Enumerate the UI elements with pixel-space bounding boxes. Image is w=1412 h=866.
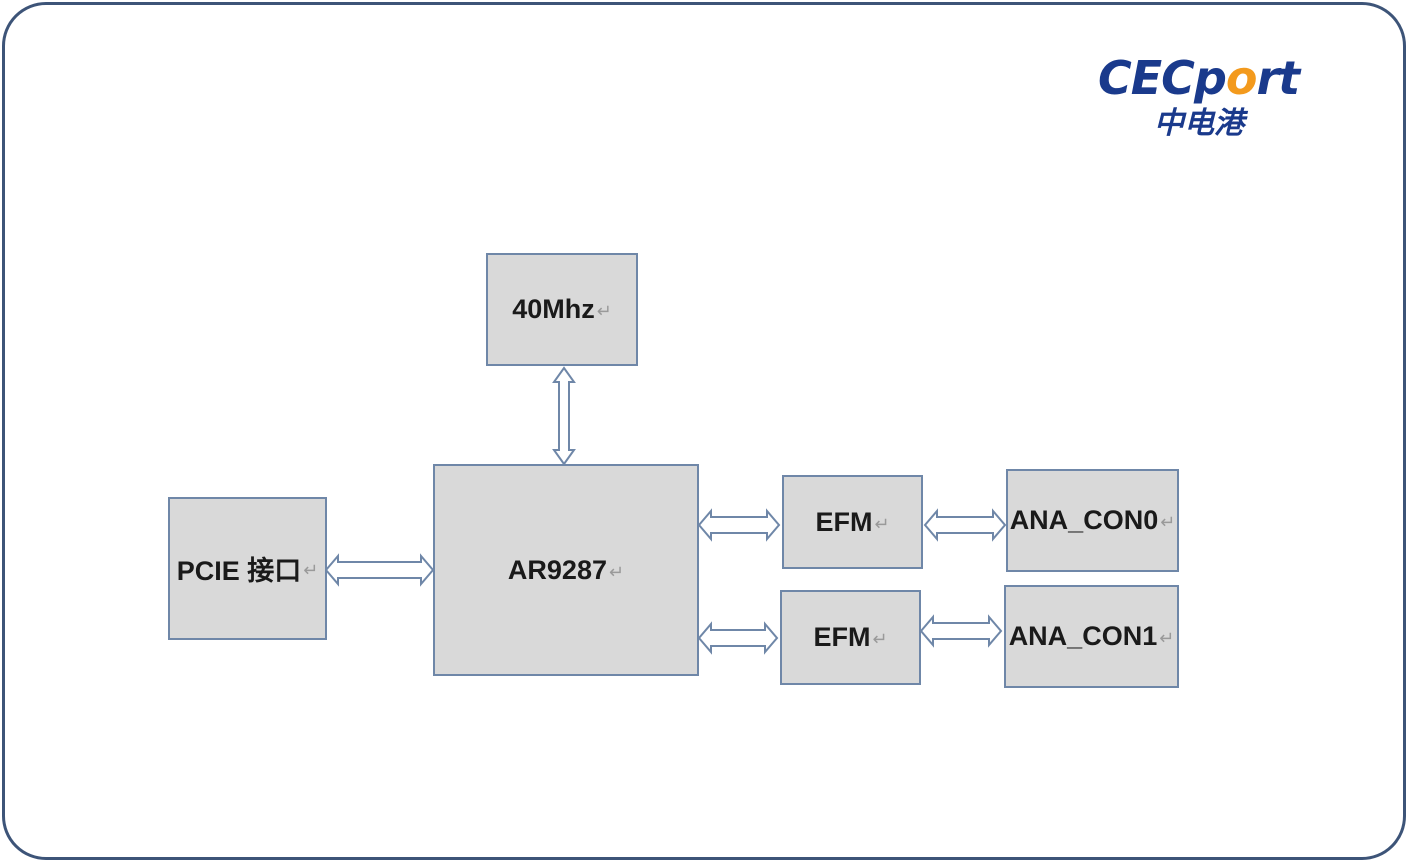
ar9287-chip-block: AR9287↵	[433, 464, 699, 676]
return-mark: ↵	[1159, 628, 1175, 648]
block-label: EFM	[815, 506, 873, 537]
arrow-clock-chip	[552, 366, 576, 466]
return-mark: ↵	[596, 301, 612, 321]
efm-block-bottom: EFM↵	[780, 590, 921, 685]
block-label: EFM	[813, 622, 871, 652]
block-label: PCIE 接口	[176, 556, 302, 586]
arrow-chip-efm0	[697, 508, 781, 542]
return-mark: ↵	[1160, 512, 1176, 532]
efm-block-top: EFM↵	[782, 475, 923, 569]
pcie-interface-block: PCIE 接口↵	[168, 497, 327, 640]
ana-con1-block: ANA_CON1↵	[1004, 585, 1179, 688]
arrow-pcie-chip	[324, 553, 435, 587]
block-label: AR9287	[507, 554, 607, 585]
block-label: ANA_CON1	[1008, 621, 1158, 651]
block-label: ANA_CON0	[1009, 505, 1159, 535]
block-label: 40Mhz	[512, 294, 595, 324]
ana-con0-block: ANA_CON0↵	[1006, 469, 1179, 572]
clock-40mhz-block: 40Mhz↵	[486, 253, 638, 366]
arrow-efm1-ana1	[919, 614, 1003, 648]
logo-chinese-name: 中电港	[1154, 106, 1244, 141]
return-mark: ↵	[303, 560, 319, 580]
cecport-logo: CECport 中电港	[1090, 50, 1350, 150]
arrow-efm0-ana0	[923, 508, 1007, 542]
return-mark: ↵	[872, 629, 888, 649]
return-mark: ↵	[874, 513, 890, 534]
arrow-chip-efm1	[697, 621, 779, 655]
return-mark: ↵	[608, 561, 625, 582]
logo-wordmark: CECport	[1098, 51, 1300, 105]
